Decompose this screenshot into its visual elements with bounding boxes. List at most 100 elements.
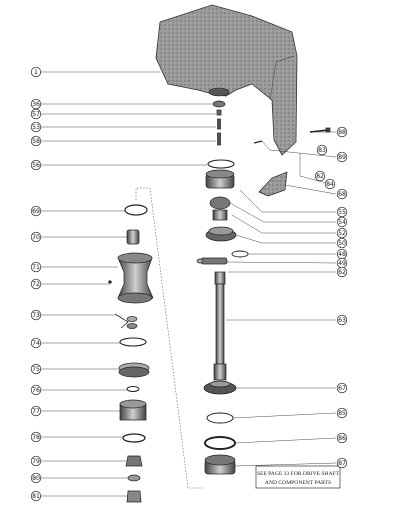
note-line-2: AND COMPONENT PARTS xyxy=(265,480,331,486)
callout-54: 54 xyxy=(336,216,348,228)
callout-56: 56 xyxy=(30,159,42,171)
callout-75: 75 xyxy=(30,363,42,375)
callout-circle xyxy=(336,227,348,239)
reference-note: SEE PAGE 33 FOR DRIVE SHAFT AND COMPONEN… xyxy=(255,465,341,489)
callout-57: 57 xyxy=(30,108,42,120)
callout-circle xyxy=(30,231,42,243)
callout-circle xyxy=(336,407,348,419)
callout-circle xyxy=(314,170,326,182)
callout-circle xyxy=(30,363,42,375)
leader-lines xyxy=(41,71,337,497)
callout-72: 72 xyxy=(30,278,42,290)
note-line-1: SEE PAGE 33 FOR DRIVE SHAFT xyxy=(257,471,340,477)
callout-81: 81 xyxy=(30,490,42,502)
callout-circle xyxy=(30,309,42,321)
callout-63: 63 xyxy=(336,314,348,326)
callout-number: 89 xyxy=(338,154,346,161)
callout-circle xyxy=(30,66,42,78)
callout-circle xyxy=(30,205,42,217)
callout-number: 72 xyxy=(32,281,40,288)
callout-70: 70 xyxy=(30,231,42,243)
callout-circle xyxy=(30,490,42,502)
callout-53: 53 xyxy=(30,121,42,133)
callout-circle xyxy=(336,457,348,469)
callout-number: 86 xyxy=(338,435,346,442)
callout-circle xyxy=(336,126,348,138)
callout-circle xyxy=(336,266,348,278)
callout-number: 54 xyxy=(338,219,346,226)
callout-77: 77 xyxy=(30,405,42,417)
callout-circle xyxy=(336,237,348,249)
callout-85: 85 xyxy=(336,407,348,419)
callout-number: 36 xyxy=(32,101,40,108)
callout-83: 83 xyxy=(316,144,328,156)
callout-69: 69 xyxy=(30,205,42,217)
callout-1: 1 xyxy=(30,66,42,78)
callout-circle xyxy=(316,144,328,156)
callout-circle xyxy=(336,151,348,163)
callout-number: 81 xyxy=(32,493,40,500)
callout-88: 88 xyxy=(336,126,348,138)
callout-number: 83 xyxy=(318,147,326,154)
callout-36: 36 xyxy=(30,98,42,110)
callout-circle xyxy=(30,337,42,349)
callout-circle xyxy=(336,432,348,444)
callout-circle xyxy=(30,121,42,133)
callout-circle xyxy=(336,216,348,228)
callout-68: 68 xyxy=(336,188,348,200)
callout-number: 58 xyxy=(32,138,40,145)
callout-number: 71 xyxy=(32,264,40,271)
callout-number: 57 xyxy=(32,111,40,118)
callout-number: 84 xyxy=(326,181,334,188)
callout-52: 52 xyxy=(336,227,348,239)
callout-73: 73 xyxy=(30,309,42,321)
callout-circle xyxy=(30,405,42,417)
callout-number: 80 xyxy=(32,475,40,482)
callout-number: 69 xyxy=(32,208,40,215)
callout-89: 89 xyxy=(336,151,348,163)
callout-number: 78 xyxy=(32,434,40,441)
dashed-reference-lines xyxy=(135,186,263,489)
callout-number: 68 xyxy=(338,191,346,198)
callout-49: 49 xyxy=(336,257,348,269)
callout-circle xyxy=(336,382,348,394)
callout-67: 67 xyxy=(336,382,348,394)
callout-number: 63 xyxy=(338,317,346,324)
callout-number: 85 xyxy=(338,410,346,417)
callout-71: 71 xyxy=(30,261,42,273)
callout-number: 74 xyxy=(32,340,40,347)
callout-number: 50 xyxy=(338,240,346,247)
callout-number: 55 xyxy=(338,209,346,216)
callout-number: 67 xyxy=(338,385,346,392)
callout-circle xyxy=(30,384,42,396)
callout-number: 56 xyxy=(32,162,40,169)
callout-76: 76 xyxy=(30,384,42,396)
shaft-parts xyxy=(196,100,249,475)
callout-circle xyxy=(336,188,348,200)
callout-78: 78 xyxy=(30,431,42,443)
callout-circle xyxy=(30,278,42,290)
callout-circle xyxy=(30,261,42,273)
callout-50: 50 xyxy=(336,237,348,249)
left-column-parts xyxy=(108,204,154,503)
callout-48: 48 xyxy=(336,248,348,260)
callout-number: 53 xyxy=(32,124,40,131)
callout-circle xyxy=(30,455,42,467)
callout-82: 82 xyxy=(314,170,326,182)
callout-62: 62 xyxy=(336,266,348,278)
callout-circle xyxy=(30,431,42,443)
callout-number: 75 xyxy=(32,366,40,373)
callout-80: 80 xyxy=(30,472,42,484)
callout-number: 79 xyxy=(32,458,40,465)
callout-circle xyxy=(336,206,348,218)
callout-circle xyxy=(30,472,42,484)
callout-number: 62 xyxy=(338,269,346,276)
callout-circle xyxy=(336,314,348,326)
callout-87: 87 xyxy=(336,457,348,469)
callout-number: 52 xyxy=(338,230,346,237)
callout-number: 1 xyxy=(34,69,38,76)
callout-number: 48 xyxy=(338,251,346,258)
